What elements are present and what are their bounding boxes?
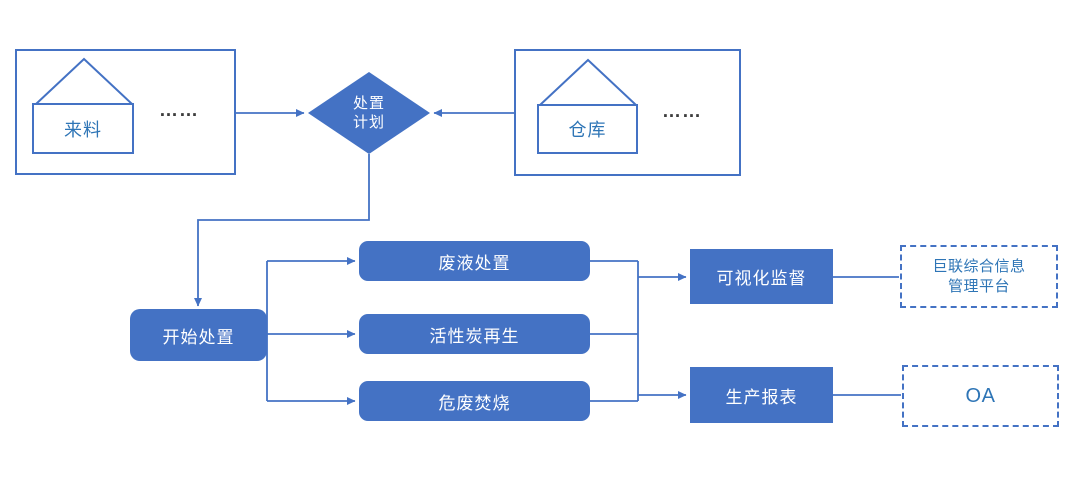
house-roof-icon xyxy=(35,57,133,105)
platform-node: 巨联综合信息 管理平台 xyxy=(900,245,1058,308)
start-node: 开始处置 xyxy=(130,309,267,361)
decision-label: 处置 计划 xyxy=(352,94,385,131)
monitor-node: 可视化监督 xyxy=(690,249,833,304)
warehouse-ellipsis: …… xyxy=(662,101,702,122)
warehouse-label: 仓库 xyxy=(568,120,607,140)
process-node-activated-carbon: 活性炭再生 xyxy=(359,314,590,354)
oa-node: OA xyxy=(902,365,1059,427)
house-body-icon xyxy=(32,103,134,154)
process-node-incineration: 危废焚烧 xyxy=(359,381,590,421)
house-roof-icon xyxy=(539,58,637,106)
process-node-liquid-waste: 废液处置 xyxy=(359,241,590,281)
decision-diamond-shape xyxy=(308,72,430,154)
source-label: 来料 xyxy=(64,119,102,140)
source-ellipsis: …… xyxy=(159,100,199,121)
house-body-icon xyxy=(537,104,638,154)
source-group-box xyxy=(15,49,236,175)
connector-decision-to-start xyxy=(194,154,370,307)
report-node: 生产报表 xyxy=(690,367,833,423)
